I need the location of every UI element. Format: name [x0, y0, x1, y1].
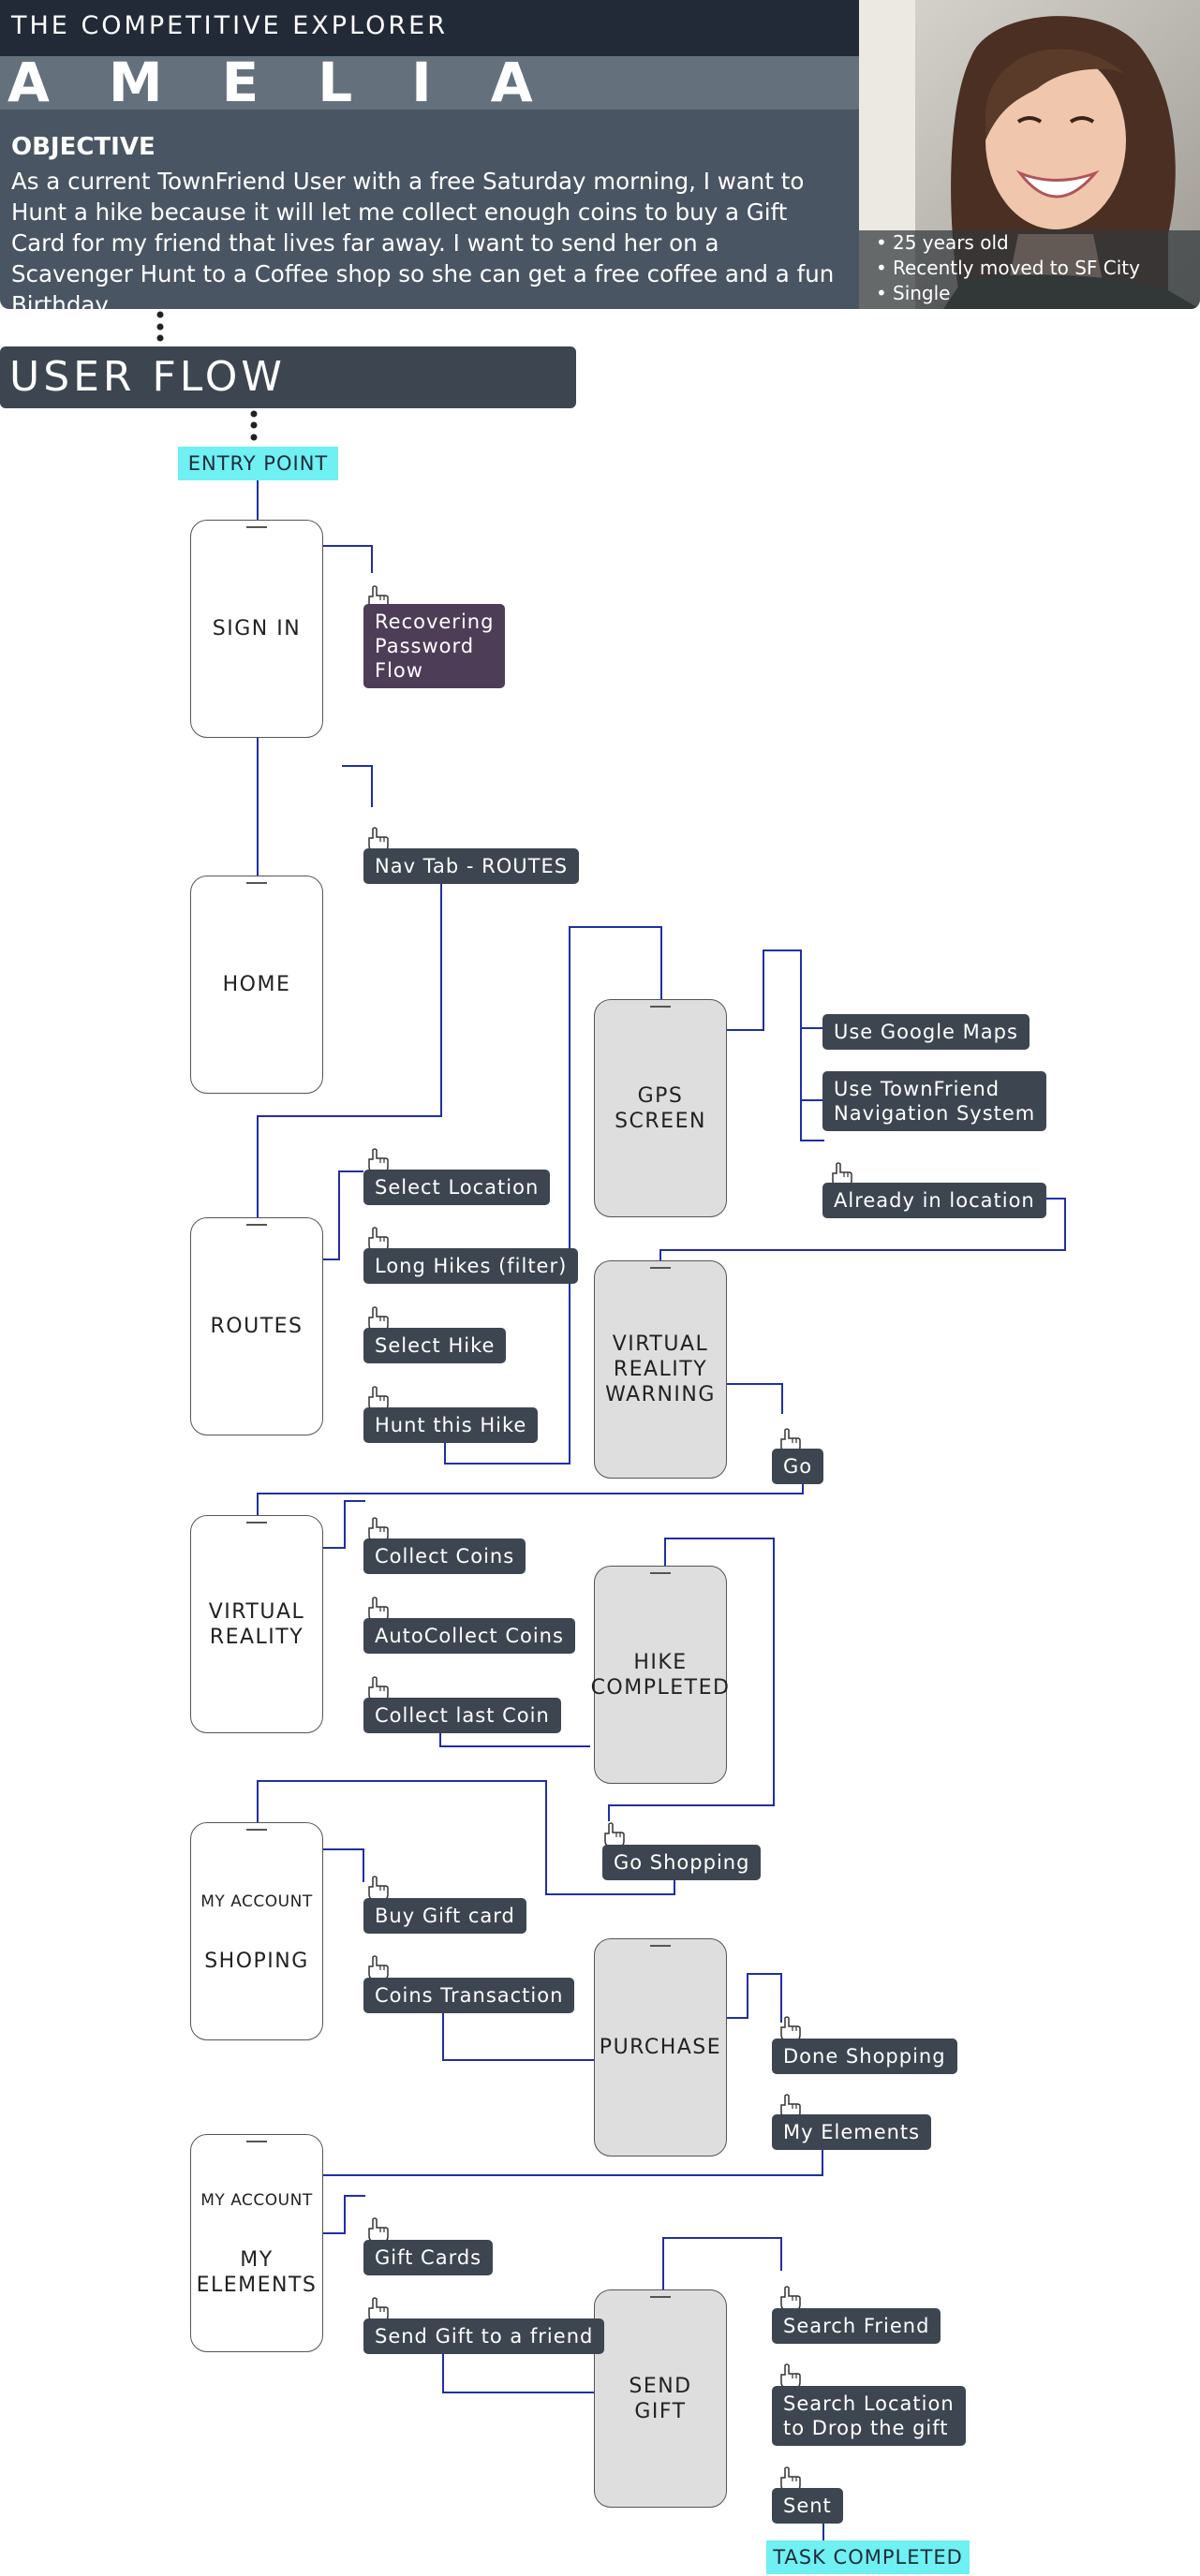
screen-vr-warning-label-2: REALITY — [613, 1358, 708, 1381]
objective-text: As a current TownFriend User with a free… — [11, 168, 835, 318]
persona-type-bar — [0, 0, 859, 56]
action-coins-transaction[interactable]: Coins Transaction — [363, 1978, 575, 2013]
fact-location: Recently moved to SF City — [876, 256, 1187, 281]
screen-elements-label-2: ELEMENTS — [196, 2274, 318, 2297]
fact-age: 25 years old — [876, 230, 1187, 256]
screen-shopping-header: MY ACCOUNT — [200, 1892, 313, 1911]
recovering-label-3: Flow — [375, 659, 423, 682]
fact-status: Single — [876, 281, 1187, 306]
screen-hike-completed-label-1: HIKE — [633, 1650, 688, 1674]
screen-elements-label-1: MY — [240, 2248, 274, 2272]
hand-pointer-icon — [604, 1822, 625, 1847]
screen-home[interactable]: HOME — [190, 876, 323, 1094]
action-my-elements[interactable]: My Elements — [772, 2114, 932, 2150]
hand-pointer-icon — [780, 2363, 801, 2389]
user-flow-title: USER FLOW ILLUSTRATION — [0, 346, 576, 463]
action-go-shopping[interactable]: Go Shopping — [602, 1845, 762, 1880]
search-location-label-1: Search Location — [783, 2392, 955, 2415]
persona-facts: 25 years old Recently moved to SF City S… — [859, 230, 1200, 309]
action-search-friend[interactable]: Search Friend — [772, 2308, 941, 2344]
screen-send-gift-label-2: GIFT — [634, 2399, 687, 2423]
persona-header: THE COMPETITIVE EXPLORER AMELIA OBJECTIV… — [0, 0, 1200, 318]
screen-vr-label-2: REALITY — [209, 1625, 304, 1649]
screen-home-label: HOME — [222, 973, 291, 996]
screen-vr-warning-label-3: WARNING — [605, 1383, 716, 1406]
action-done-shopping[interactable]: Done Shopping — [772, 2039, 957, 2074]
action-collect-last-coin[interactable]: Collect last Coin — [363, 1698, 561, 1733]
action-send-gift-friend[interactable]: Send Gift to a friend — [363, 2318, 605, 2354]
screen-gps-label-1: GPS — [637, 1083, 684, 1108]
townfriend-label-1: Use TownFriend — [834, 1078, 1000, 1100]
screen-vr-label-1: VIRTUAL — [208, 1599, 305, 1624]
screen-routes-label: ROUTES — [210, 1315, 304, 1338]
hand-pointer-icon — [368, 1876, 389, 1901]
action-already-in-location[interactable]: Already in location — [822, 1183, 1046, 1218]
hand-pointer-icon — [780, 2286, 801, 2311]
screen-elements-header: MY ACCOUNT — [200, 2191, 313, 2210]
action-nav-tab-routes[interactable]: Nav Tab - ROUTES — [363, 848, 580, 884]
objective-label: OBJECTIVE — [11, 133, 156, 161]
screen-shopping[interactable]: MY ACCOUNT SHOPING — [190, 1822, 323, 2040]
recovering-label-1: Recovering — [375, 611, 495, 633]
action-go[interactable]: Go — [772, 1449, 824, 1484]
action-hunt-hike[interactable]: Hunt this Hike — [363, 1407, 539, 1443]
screen-gps-label-2: SCREEN — [615, 1109, 706, 1133]
screen-vr-warning-label-1: VIRTUAL — [612, 1332, 709, 1356]
task-completed: TASK COMPLETED — [766, 2540, 970, 2574]
hand-pointer-icon — [780, 2016, 801, 2041]
search-location-label-2: to Drop the gift — [783, 2417, 949, 2439]
persona-name: AMELIA — [7, 51, 592, 114]
hand-pointer-icon — [368, 2217, 389, 2243]
action-sent[interactable]: Sent — [772, 2488, 843, 2524]
screen-hike-completed-label-2: COMPLETED — [590, 1675, 731, 1700]
action-recovering-password[interactable]: Recovering Password Flow — [363, 604, 506, 688]
action-autocollect-coins[interactable]: AutoCollect Coins — [363, 1618, 575, 1654]
action-use-google-maps[interactable]: Use Google Maps — [822, 1014, 1030, 1050]
persona-type: THE COMPETITIVE EXPLORER — [11, 11, 448, 40]
action-gift-cards[interactable]: Gift Cards — [363, 2240, 494, 2275]
action-long-hikes[interactable]: Long Hikes (filter) — [363, 1248, 579, 1284]
screen-purchase-label: PURCHASE — [599, 2036, 722, 2059]
screen-sign-in[interactable]: SIGN IN — [190, 520, 323, 738]
action-use-townfriend[interactable]: Use TownFriend Navigation System — [822, 1071, 1047, 1131]
dotted-connectors — [156, 311, 258, 441]
hand-pointer-icon — [368, 1955, 389, 1980]
screen-routes[interactable]: ROUTES — [190, 1217, 323, 1435]
action-select-location[interactable]: Select Location — [363, 1170, 551, 1205]
screen-shopping-label: SHOPING — [204, 1949, 309, 1973]
screen-send-gift-label-1: SEND — [629, 2374, 692, 2398]
action-select-hike[interactable]: Select Hike — [363, 1328, 507, 1363]
action-search-location[interactable]: Search Location to Drop the gift — [772, 2386, 966, 2446]
persona-name-band — [0, 56, 859, 110]
townfriend-label-2: Navigation System — [834, 1102, 1036, 1125]
recovering-label-2: Password — [375, 635, 475, 657]
flow-lines — [257, 480, 1066, 2542]
screen-purchase[interactable]: PURCHASE — [594, 1938, 727, 2156]
action-collect-coins[interactable]: Collect Coins — [363, 1538, 526, 1574]
action-buy-gift-card[interactable]: Buy Gift card — [363, 1898, 526, 1934]
entry-point: ENTRY POINT — [178, 447, 338, 480]
screen-sign-in-label: SIGN IN — [212, 617, 302, 640]
